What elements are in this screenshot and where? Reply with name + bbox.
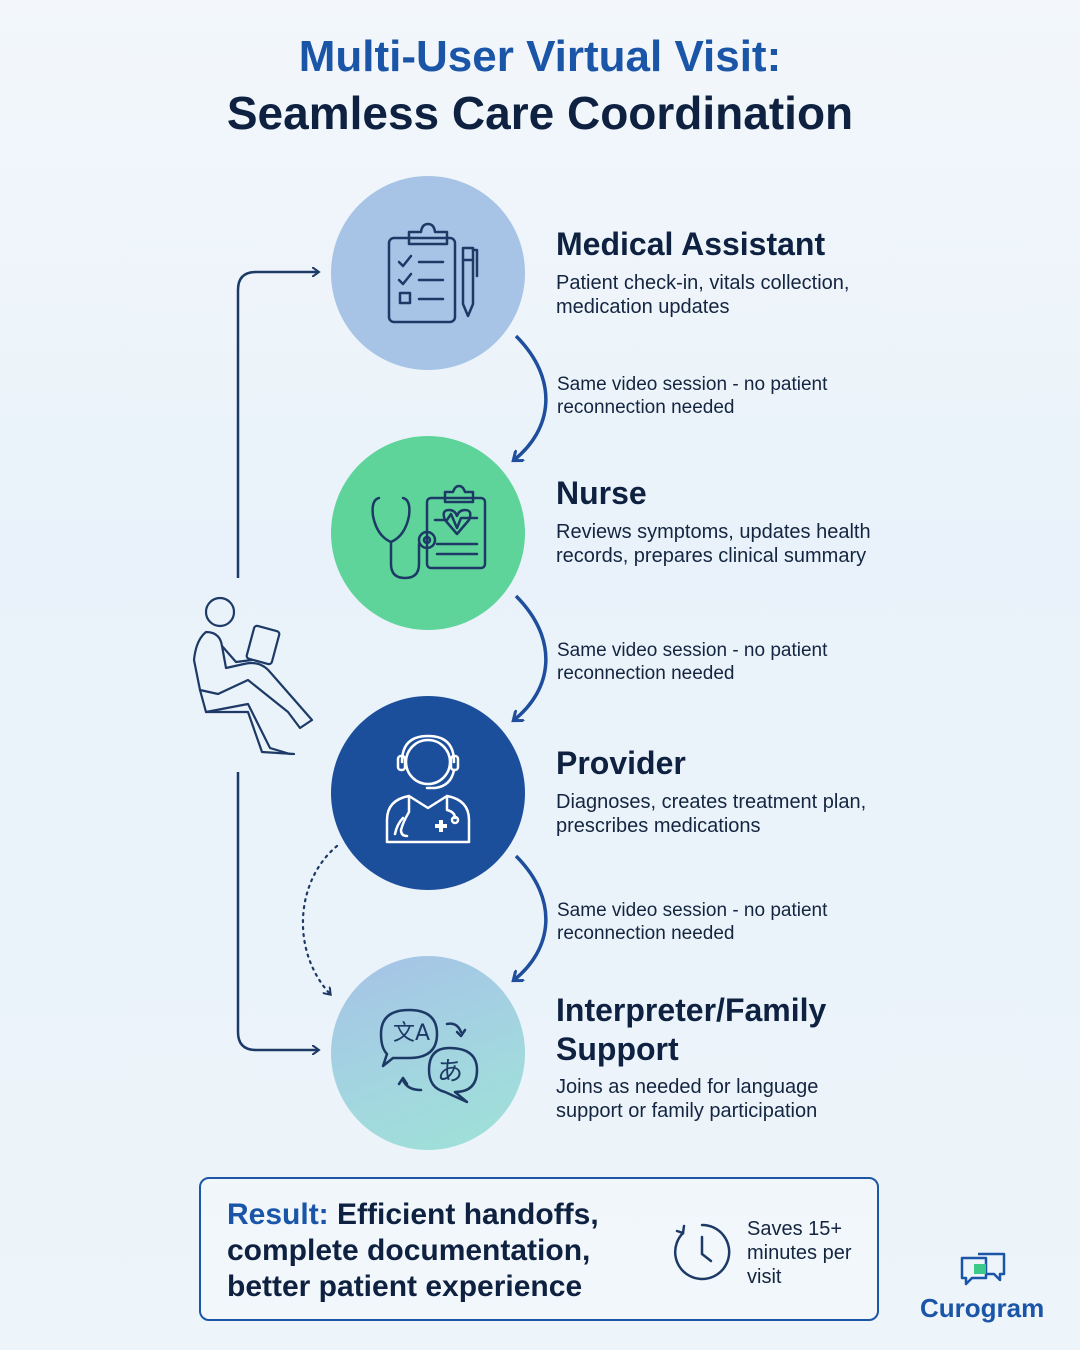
- medical-assistant-circle: [331, 176, 525, 370]
- role-desc-provider: Diagnoses, creates treatment plan, presc…: [556, 791, 867, 837]
- result-label: Result:: [227, 1198, 329, 1231]
- svg-text:あ: あ: [437, 1057, 463, 1087]
- doctor-headset-icon: [385, 734, 471, 844]
- page-title: Multi-User Virtual Visit:: [298, 32, 782, 81]
- role-title-provider: Provider: [556, 745, 686, 781]
- clipboard-checklist-icon: [387, 222, 479, 324]
- loop-line-bottom: [236, 772, 318, 1050]
- handoff-arrow-1: [514, 334, 548, 460]
- clock-icon: [673, 1223, 731, 1281]
- page-subtitle: Seamless Care Coordination: [226, 87, 854, 139]
- result-body: Efficient handoffs, complete documentati…: [227, 1198, 599, 1303]
- brand-name: Curogram: [920, 1293, 1045, 1323]
- role-title-interpreter-line1: Interpreter/Family: [556, 992, 827, 1028]
- stethoscope-health-record-icon: [371, 484, 487, 580]
- patient-figure-icon: [192, 596, 314, 756]
- interpreter-family-circle: 文A あ: [331, 956, 525, 1150]
- nurse-circle: [331, 436, 525, 630]
- time-saved-text: Saves 15+ minutes per visit: [747, 1218, 852, 1288]
- result-box: Result: Efficient handoffs, complete doc…: [199, 1177, 879, 1321]
- handoff-note-2: Same video session - no patient reconnec…: [557, 640, 828, 684]
- role-desc-nurse: Reviews symptoms, updates health records…: [556, 521, 871, 567]
- role-desc-medical-assistant: Patient check-in, vitals collection, med…: [556, 272, 850, 318]
- role-desc-interpreter: Joins as needed for language support or …: [556, 1076, 819, 1122]
- curogram-logo-icon: [960, 1252, 1006, 1286]
- handoff-note-1: Same video session - no patient reconnec…: [557, 374, 828, 418]
- translation-speech-icon: 文A あ: [379, 1008, 479, 1104]
- role-title-medical-assistant: Medical Assistant: [556, 226, 826, 262]
- svg-text:文A: 文A: [393, 1021, 430, 1046]
- loop-line-top: [236, 272, 318, 578]
- role-title-interpreter-line2: Support: [556, 1031, 679, 1067]
- handoff-note-3: Same video session - no patient reconnec…: [557, 900, 828, 944]
- role-title-nurse: Nurse: [556, 475, 647, 511]
- result-text: Result: Efficient handoffs, complete doc…: [227, 1197, 647, 1305]
- handoff-arrow-2: [514, 594, 548, 720]
- handoff-arrow-3: [514, 854, 548, 980]
- provider-circle: [331, 696, 525, 890]
